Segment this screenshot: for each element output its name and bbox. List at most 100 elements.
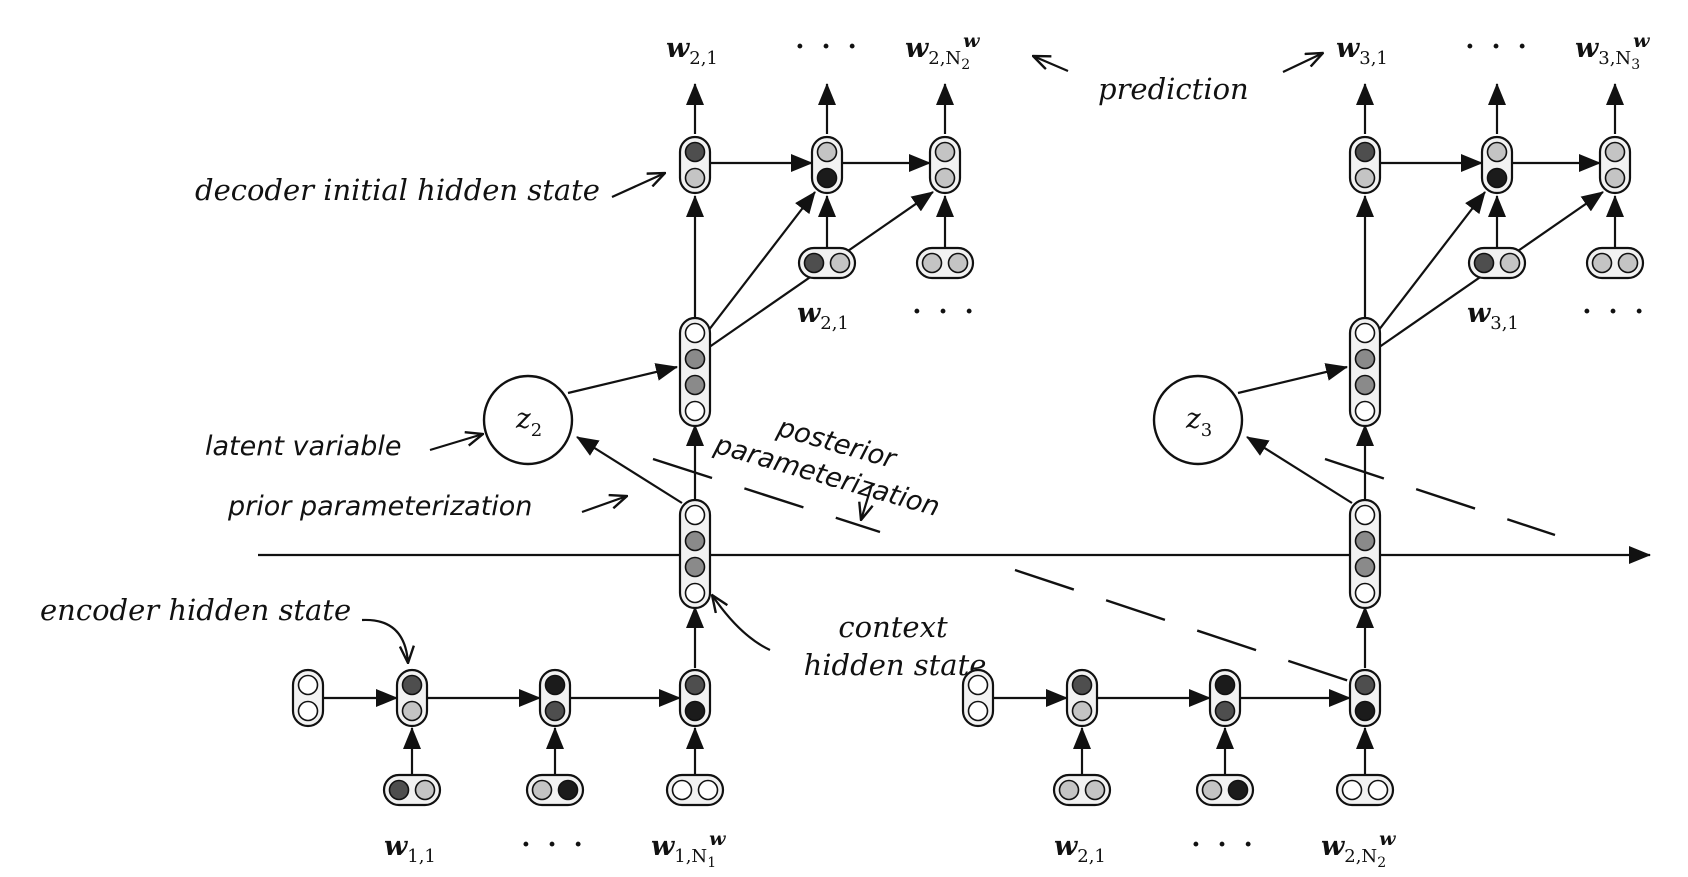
block1-decoder-hidden-1-unit	[684, 141, 706, 163]
block2-latent-variable-symbol: z3	[1185, 402, 1212, 441]
block2-encoder-input-3-unit	[1341, 779, 1363, 801]
block2-decoder-input-1-unit	[1499, 252, 1521, 274]
block1-latent-to-decinit	[567, 363, 678, 395]
block2-decoder-input-2-unit	[1591, 252, 1613, 274]
block2-encoder-input-ellipsis: · · ·	[1191, 830, 1256, 860]
block2-output-ellipsis: · · ·	[1465, 32, 1530, 62]
block2-encoder-input-token-last: w2,N2w	[1321, 828, 1396, 871]
block1-decoder-input-ellipsis: · · ·	[912, 297, 977, 327]
block1-decoder-init-projection-shell	[678, 316, 712, 428]
block1-encoder-input-2-unit	[531, 779, 553, 801]
block2-decoder-hidden-3-unit	[1604, 167, 1626, 189]
block1-encoder-input-1-unit	[388, 779, 410, 801]
block1-decoder-init-projection-unit	[684, 322, 706, 344]
block1-decoder-hidden-2	[810, 135, 844, 195]
decoder-initial-hidden-state-pointer	[611, 173, 665, 199]
block1-encoder-init-state-unit	[297, 700, 319, 722]
block1-encoder-hidden-2-unit	[544, 674, 566, 696]
block2-output-token-first: w3,1	[1336, 33, 1388, 69]
block1-decoder-hidden-3	[928, 135, 962, 195]
block2-context-hidden-state	[1348, 498, 1382, 610]
block1-encoder-input-1-unit	[414, 779, 436, 801]
block1-context-hidden-state	[678, 498, 712, 610]
block2-encoder-hidden-3-unit	[1354, 700, 1376, 722]
edges-layer	[323, 83, 1624, 775]
block1-encoder-hidden-2-unit	[544, 700, 566, 722]
prior-parameterization-pointer	[581, 496, 627, 514]
context-hidden-state-pointer	[712, 595, 771, 651]
encoder-hidden-state-label: encoder hidden state	[40, 593, 351, 627]
prediction-label: prediction	[1098, 72, 1249, 106]
block1-decoder-input-1-unit	[803, 252, 825, 274]
block1-encoder-hidden-1	[395, 668, 429, 728]
block2-decoder-hidden-3	[1598, 135, 1632, 195]
block1-encoder-hidden-1-unit	[401, 674, 423, 696]
block2-decoder-hidden-1-unit	[1354, 167, 1376, 189]
block2-encoder-init-state-unit	[967, 700, 989, 722]
block2-encoder-hidden-3-unit	[1354, 674, 1376, 696]
block2-decoder-hidden-1	[1348, 135, 1382, 195]
latent-variable-pointer	[429, 434, 483, 452]
block2-decoder-hidden-3-unit	[1604, 141, 1626, 163]
block2-context-hidden-state-unit	[1354, 504, 1376, 526]
block2-encoder-hidden-1-unit	[1071, 700, 1093, 722]
block2-encoder-input-2-unit	[1227, 779, 1249, 801]
block1-encoder-hidden-2	[538, 668, 572, 728]
block2-decoder-init-projection-unit	[1354, 400, 1376, 422]
block2-decoder-input-2-unit	[1617, 252, 1639, 274]
block1-encoder-input-2	[525, 773, 585, 807]
units-layer: z2 z3	[291, 135, 1645, 807]
prediction-pointer-right	[1282, 53, 1323, 73]
block2-context-hidden-state-shell	[1348, 498, 1382, 610]
block1-decoder-hidden-1-unit	[684, 167, 706, 189]
block1-decoder-init-projection-unit	[684, 374, 706, 396]
block2-decoder-init-projection	[1348, 316, 1382, 428]
block2-encoder-hidden-2	[1208, 668, 1242, 728]
posterior-parameterization-pointer	[861, 483, 872, 520]
decoder-initial-hidden-state-label: decoder initial hidden state	[195, 173, 600, 207]
block1-encoder-input-token-first: w1,1	[384, 831, 436, 867]
block1-decoder-hidden-1	[678, 135, 712, 195]
block1-encoder-input-ellipsis: · · ·	[521, 830, 586, 860]
prediction-pointer-left	[1033, 56, 1069, 73]
block1-encoder-hidden-3-unit	[684, 674, 706, 696]
posterior-dashed-line-cross	[1014, 568, 1356, 685]
block2-encoder-init-state-unit	[967, 674, 989, 696]
block2-context-hidden-state-unit	[1354, 556, 1376, 578]
block1-decoder-init-projection	[678, 316, 712, 428]
block1-decinit-to-dec2	[704, 191, 816, 336]
block1-encoder-hidden-3	[678, 668, 712, 728]
block2-decoder-hidden-1-unit	[1354, 141, 1376, 163]
block1-context-hidden-state-unit	[684, 556, 706, 578]
block2-encoder-hidden-3	[1348, 668, 1382, 728]
block2-decoder-input-1	[1467, 246, 1527, 280]
block2-encoder-hidden-1	[1065, 668, 1099, 728]
block1-decoder-hidden-3-unit	[934, 141, 956, 163]
block2-decoder-input-2	[1585, 246, 1645, 280]
block2-encoder-hidden-2-unit	[1214, 700, 1236, 722]
block1-encoder-input-3-unit	[697, 779, 719, 801]
block2-latent-variable-circle	[1152, 374, 1244, 466]
block2-decoder-hidden-2-unit	[1486, 167, 1508, 189]
block1-decoder-input-1-unit	[829, 252, 851, 274]
block2-latent-to-decinit	[1237, 363, 1348, 395]
encoder-hidden-state-pointer	[361, 618, 408, 663]
block2-encoder-init-state	[961, 668, 995, 728]
block1-decoder-hidden-2-unit	[816, 141, 838, 163]
block1-context-hidden-state-unit	[684, 504, 706, 526]
block2-encoder-input-1	[1052, 773, 1112, 807]
block1-decoder-init-projection-unit	[684, 348, 706, 370]
prior-parameterization-label: prior parameterization	[227, 491, 532, 522]
block1-context-hidden-state-unit	[684, 530, 706, 552]
block1-latent-variable-symbol: z2	[515, 402, 542, 441]
posterior-dashed-line-1a	[652, 457, 881, 534]
context-hidden-state-label-line1: context	[838, 610, 948, 644]
context-hidden-state-label-line2: hidden state	[804, 648, 987, 682]
block2-context-hidden-state-unit	[1354, 582, 1376, 604]
block2-context-hidden-state-unit	[1354, 530, 1376, 552]
block1-decoder-hidden-3-unit	[934, 167, 956, 189]
block2-encoder-input-1-unit	[1058, 779, 1080, 801]
